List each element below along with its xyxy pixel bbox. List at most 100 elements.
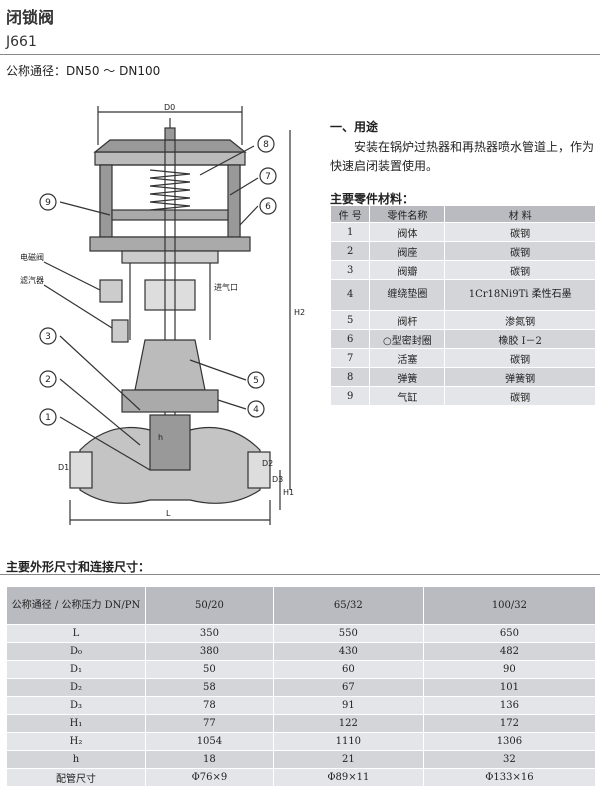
cell: 90 — [422, 660, 597, 679]
dims-col-100: 100/32 — [422, 586, 597, 625]
row-label: D₁ — [6, 660, 146, 679]
part-name: 活塞 — [369, 348, 446, 368]
part-material: 1Cr18Ni9Ti 柔性石墨 — [444, 279, 596, 311]
part-material: 碳钢 — [444, 222, 596, 242]
part-material: 碳钢 — [444, 348, 596, 368]
part-no: 8 — [329, 367, 371, 387]
row-label: D₃ — [6, 696, 146, 715]
part-material: 碳钢 — [444, 260, 596, 280]
part-name: 弹簧 — [369, 367, 446, 387]
cell: Φ89×11 — [272, 768, 424, 787]
dims-col-65: 65/32 — [272, 586, 424, 625]
page-title: 闭锁阀 — [6, 8, 55, 27]
cell: 550 — [272, 624, 424, 643]
part-name: 阀座 — [369, 241, 446, 261]
cell: 136 — [422, 696, 597, 715]
parts-col-material: 材 料 — [444, 205, 596, 223]
cell: 380 — [145, 642, 274, 661]
header-rule — [0, 54, 600, 55]
dim-h1: H1 — [283, 488, 294, 497]
cell: 18 — [145, 750, 274, 769]
part-no: 1 — [329, 222, 371, 242]
part-name: ○型密封圈 — [369, 329, 446, 349]
dim-h2: H2 — [294, 308, 305, 317]
nominal-diameter: 公称通径：DN50 ～ DN100 — [6, 64, 161, 78]
cell: 60 — [272, 660, 424, 679]
row-label: D₀ — [6, 642, 146, 661]
dim-d2: D2 — [262, 459, 273, 468]
callout-3: 3 — [45, 332, 51, 342]
cell: 58 — [145, 678, 274, 697]
part-no: 9 — [329, 386, 371, 406]
dim-l: L — [166, 509, 171, 518]
part-name: 气缸 — [369, 386, 446, 406]
dims-header-row: 公称通径 / 公称压力 DN/PN 50/20 65/32 100/32 — [6, 586, 597, 625]
part-no: 5 — [329, 310, 371, 330]
cell: 122 — [272, 714, 424, 733]
part-material: 弹簧钢 — [444, 367, 596, 387]
callout-9: 9 — [45, 198, 51, 208]
cell: 77 — [145, 714, 274, 733]
part-no: 2 — [329, 241, 371, 261]
dims-header-label: 公称通径 / 公称压力 DN/PN — [6, 586, 146, 625]
part-material: 渗氮钢 — [444, 310, 596, 330]
parts-header-row: 件 号 零件名称 材 料 — [329, 205, 596, 223]
callout-8: 8 — [263, 140, 269, 150]
label-solenoid: 电磁阀 — [20, 252, 44, 262]
cell: 1110 — [272, 732, 424, 751]
cell: 67 — [272, 678, 424, 697]
table-row: 6○型密封圈橡胶 I－2 — [329, 329, 596, 349]
cell: 1306 — [422, 732, 597, 751]
cell: 482 — [422, 642, 597, 661]
valve-drawing: 9 8 7 6 3 2 1 4 5 电磁阀 滤汽器 进气口 D0 H2 H1 L… — [20, 103, 305, 525]
callout-6: 6 — [265, 202, 271, 212]
part-material: 碳钢 — [444, 386, 596, 406]
row-label: 配管尺寸 — [6, 768, 146, 787]
part-name: 缠绕垫圈 — [369, 279, 446, 311]
callout-4: 4 — [253, 405, 259, 415]
part-no: 7 — [329, 348, 371, 368]
part-name: 阀杆 — [369, 310, 446, 330]
part-name: 阀体 — [369, 222, 446, 242]
part-material: 橡胶 I－2 — [444, 329, 596, 349]
dim-d1: D1 — [58, 463, 69, 472]
row-label: H₁ — [6, 714, 146, 733]
row-label: H₂ — [6, 732, 146, 751]
dim-h: h — [158, 433, 163, 442]
usage-heading: 一、用途 — [330, 120, 379, 134]
dim-d0: D0 — [164, 103, 175, 112]
cell: 21 — [272, 750, 424, 769]
cell: 1054 — [145, 732, 274, 751]
label-inlet: 进气口 — [214, 282, 238, 292]
usage-text: 安装在锅炉过热器和再热器喷水管道上，作为快速启闭装置使用。 — [330, 140, 595, 173]
row-label: L — [6, 624, 146, 643]
cell: 650 — [422, 624, 597, 643]
callout-2: 2 — [45, 375, 51, 385]
cell: 32 — [422, 750, 597, 769]
cell: Φ76×9 — [145, 768, 274, 787]
row-label: h — [6, 750, 146, 769]
parts-col-name: 零件名称 — [369, 205, 446, 223]
cell: 430 — [272, 642, 424, 661]
label-filter: 滤汽器 — [20, 275, 44, 285]
parts-col-no: 件 号 — [329, 205, 371, 223]
model-number: J661 — [6, 34, 37, 50]
cell: Φ133×16 — [422, 768, 597, 787]
cell: 350 — [145, 624, 274, 643]
